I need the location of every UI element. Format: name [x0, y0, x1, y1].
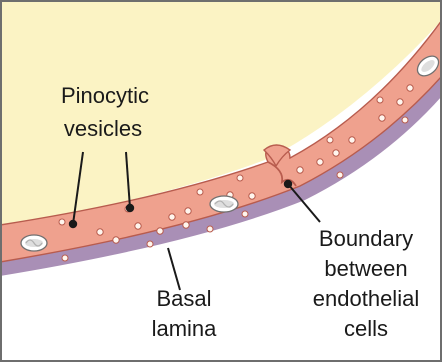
label-pinocytic-line2: vesicles — [64, 116, 142, 141]
label-basal-lamina: Basal lamina — [152, 286, 218, 341]
label-boundary-line3: endothelial — [313, 286, 419, 311]
label-basal-line2: lamina — [152, 316, 218, 341]
leader-basal — [168, 248, 180, 290]
label-basal-line1: Basal — [156, 286, 211, 311]
organelle-left — [21, 235, 47, 251]
label-pinocytic-line1: Pinocytic — [61, 83, 149, 108]
label-boundary-line1: Boundary — [319, 226, 413, 251]
organelle-middle — [210, 196, 238, 212]
label-boundary: Boundary between endothelial cells — [313, 226, 419, 341]
label-boundary-line2: between — [324, 256, 407, 281]
label-boundary-line4: cells — [344, 316, 388, 341]
